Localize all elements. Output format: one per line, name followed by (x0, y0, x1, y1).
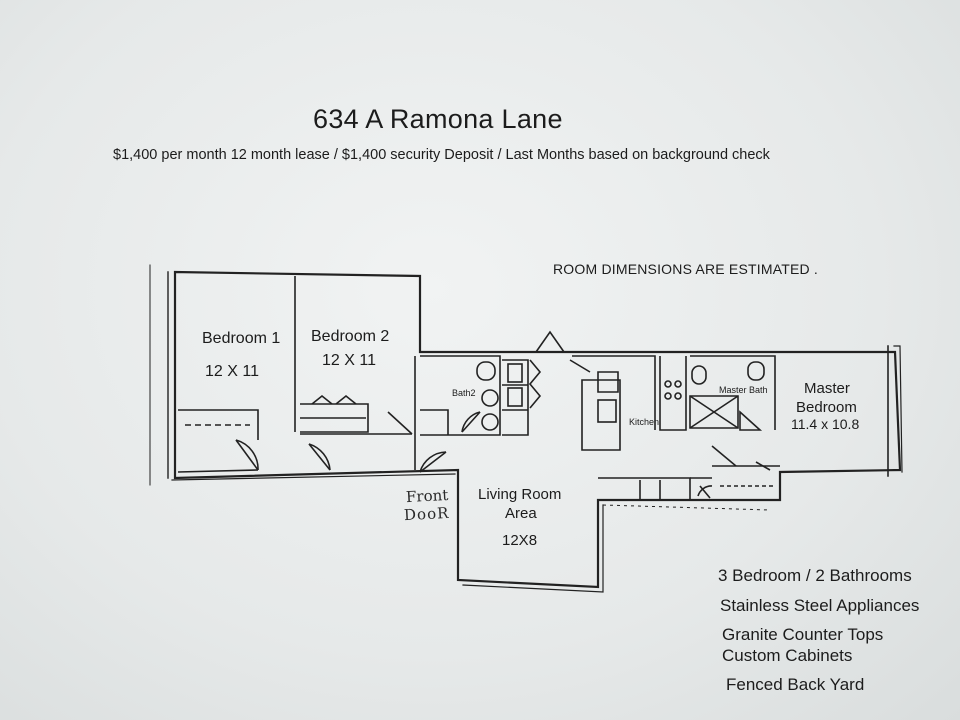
room-labels: Bedroom 1 12 X 11 Bedroom 2 12 X 11 Bath… (202, 328, 859, 549)
listing-subtitle: $1,400 per month 12 month lease / $1,400… (113, 147, 770, 163)
living-room-name-line1: Living Room (478, 486, 561, 503)
bedroom2-size: 12 X 11 (322, 352, 376, 369)
feature-cabinets: Custom Cabinets (722, 646, 853, 665)
feature-back-yard: Fenced Back Yard (726, 675, 865, 694)
outer-walls (149, 264, 903, 593)
feature-appliances: Stainless Steel Appliances (720, 596, 920, 615)
handwritten-door: DooR (403, 503, 450, 525)
handwritten-front: Front (405, 485, 449, 507)
living-room-size: 12X8 (502, 532, 537, 549)
bath2-name: Bath2 (452, 388, 476, 398)
interior-walls (177, 276, 780, 511)
bedroom1-size: 12 X 11 (205, 363, 259, 380)
listing-title: 634 A Ramona Lane (313, 104, 563, 134)
living-room-name-line2: Area (505, 505, 537, 522)
master-bedroom-size: 11.4 x 10.8 (791, 416, 859, 432)
master-bedroom-name-line2: Bedroom (796, 399, 857, 416)
dimensions-note: ROOM DIMENSIONS ARE ESTIMATED . (553, 261, 818, 277)
bedroom1-name: Bedroom 1 (202, 330, 280, 347)
master-bedroom-name-line1: Master (804, 380, 850, 397)
master-bath-name: Master Bath (719, 385, 768, 395)
feature-counter-tops: Granite Counter Tops (722, 625, 884, 644)
bedroom2-name: Bedroom 2 (311, 328, 389, 345)
feature-bedrooms: 3 Bedroom / 2 Bathrooms (718, 566, 912, 585)
kitchen-name: Kitchen (629, 417, 659, 427)
